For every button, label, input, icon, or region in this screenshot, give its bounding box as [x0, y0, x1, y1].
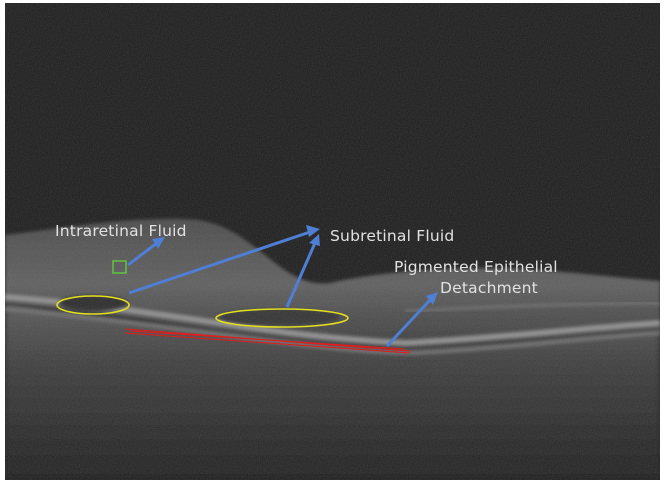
arrow-ped: [385, 297, 433, 348]
arrow-head-ped: [426, 292, 438, 305]
label-intraretinal-fluid: Intraretinal Fluid: [55, 222, 187, 240]
arrow-intraretinal: [127, 241, 158, 267]
oct-scan-image: Intraretinal Fluid Subretinal Fluid Pigm…: [5, 3, 660, 480]
annotation-arrows: [127, 225, 438, 348]
label-ped-line1: Pigmented Epithelial: [394, 258, 558, 276]
label-ped-line2: Detachment: [440, 279, 538, 297]
arrow-subretinal-left: [128, 230, 311, 295]
speckle-noise: [5, 3, 660, 480]
subretinal-fluid-ellipse-center: [215, 308, 349, 328]
arrow-subretinal-center: [285, 242, 317, 308]
ped-line: [124, 328, 411, 354]
arrow-head-subretinal-center: [309, 234, 320, 246]
arrow-head-intraretinal: [152, 237, 165, 249]
arrow-head-subretinal-left: [306, 225, 320, 237]
oct-scan-canvas: [5, 3, 660, 480]
label-subretinal-fluid: Subretinal Fluid: [330, 227, 455, 245]
subretinal-fluid-ellipse-left: [56, 295, 130, 315]
intraretinal-fluid-marker: [112, 260, 127, 274]
